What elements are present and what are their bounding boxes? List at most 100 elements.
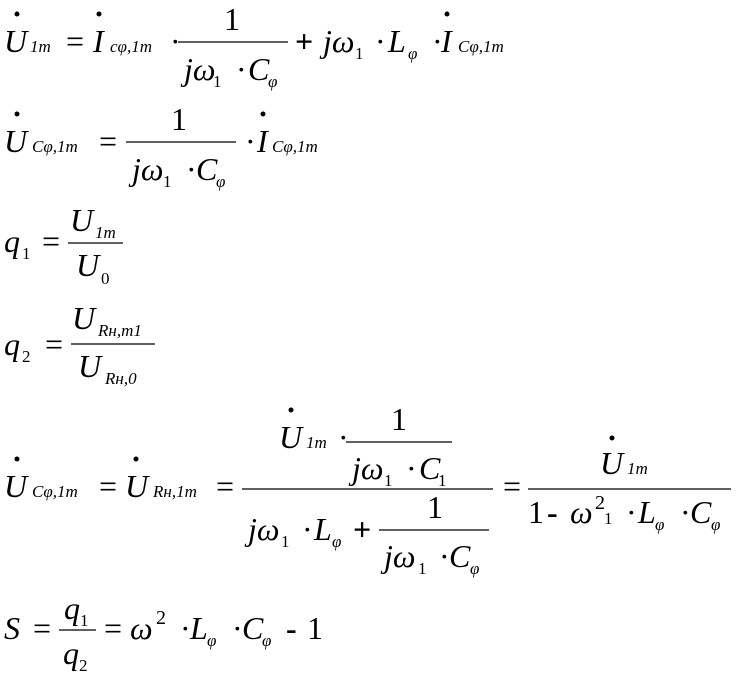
eq5-right-numerator-dot-marker bbox=[609, 435, 615, 441]
eq5-equals-2: = bbox=[216, 468, 234, 504]
eq2-fraction-numerator: 1 bbox=[171, 101, 187, 137]
eq1-lhs-subscript: 1m bbox=[30, 37, 51, 56]
eq6-lhs-symbol: S bbox=[4, 610, 20, 646]
eq1-fraction-numerator: 1 bbox=[224, 1, 240, 37]
eq5-right-denominator-subscript: 1 bbox=[604, 509, 613, 528]
eq2-lhs-subscript: Cφ,1m bbox=[32, 137, 78, 156]
eq1-den-c: C bbox=[248, 51, 270, 87]
eq5-bottom-jomega-subscript: 1 bbox=[281, 532, 290, 551]
eq5-right-denominator-l-subscript: φ bbox=[655, 515, 664, 534]
eq1-den-jomega-subscript: 1 bbox=[213, 72, 222, 91]
eq1-i-subscript: Cφ,1m bbox=[458, 37, 504, 56]
eq5-bottom-frac-numerator: 1 bbox=[427, 489, 443, 525]
eq2-lhs-dot-marker bbox=[14, 111, 20, 117]
eq1-dot-3: · bbox=[432, 23, 443, 59]
eq6-den-q: q bbox=[63, 635, 79, 671]
equation-3: q 1 = U 1m U 0 bbox=[4, 202, 123, 288]
eq1-l-subscript: φ bbox=[408, 44, 417, 63]
eq6-equals-1: = bbox=[33, 610, 51, 646]
equation-1: U 1m = I cφ,1m · 1 jω 1 · C φ + jω 1 · L… bbox=[4, 1, 504, 91]
eq2-multiply-dot: · bbox=[245, 123, 256, 159]
eq1-lhs-dot-marker bbox=[14, 11, 20, 17]
eq5-right-denominator-l: L bbox=[637, 494, 656, 530]
eq3-num-symbol: U bbox=[70, 202, 95, 238]
eq5-bottom-frac-jomega: jω bbox=[380, 538, 415, 574]
eq6-equals-2: = bbox=[104, 610, 122, 646]
eq5-equals-3: = bbox=[503, 468, 521, 504]
eq2-i-subscript: Cφ,1m bbox=[272, 137, 318, 156]
eq5-top-u-dot-marker bbox=[288, 407, 294, 413]
eq2-lhs-symbol: U bbox=[4, 123, 29, 159]
eq3-lhs-subscript: 1 bbox=[22, 244, 31, 263]
eq5-right-denominator-minus: - bbox=[547, 494, 558, 530]
eq1-factor-subscript: cφ,1m bbox=[110, 37, 152, 56]
eq5-top-dot: · bbox=[338, 419, 349, 455]
eq3-equals: = bbox=[42, 223, 60, 259]
eq1-jomega: jω bbox=[319, 23, 354, 59]
eq1-multiply-dot: · bbox=[170, 23, 181, 59]
equation-5: U Cφ,1m = U Rн,1m = U 1m · 1 jω 1 · C 1 … bbox=[4, 401, 731, 578]
eq1-den-c-subscript: φ bbox=[268, 72, 277, 91]
eq5-right-denominator-dot: · bbox=[626, 494, 637, 530]
eq2-i-symbol: I bbox=[256, 123, 269, 159]
eq6-one: 1 bbox=[307, 610, 323, 646]
eq5-right-denominator-omega: ω bbox=[570, 494, 593, 530]
eq3-den-subscript: 0 bbox=[101, 269, 110, 288]
eq5-right-denominator-one: 1 bbox=[528, 494, 544, 530]
eq4-den-subscript: Rн,0 bbox=[104, 369, 137, 388]
eq2-den-jomega-subscript: 1 bbox=[163, 172, 172, 191]
eq5-bottom-frac-jomega-subscript: 1 bbox=[418, 559, 427, 578]
eq5-lhs-dot-marker bbox=[14, 456, 20, 462]
eq5-bottom-frac-c-subscript: φ bbox=[470, 559, 479, 578]
eq1-den-jomega: jω bbox=[180, 51, 215, 87]
eq5-bottom-l: L bbox=[313, 511, 332, 547]
equation-6: S = q 1 q 2 = ω 2 · L φ · C φ - 1 bbox=[4, 590, 323, 675]
eq1-jomega-subscript: 1 bbox=[355, 44, 364, 63]
eq6-den-subscript: 2 bbox=[79, 656, 88, 675]
eq5-right-denominator-superscript: 2 bbox=[595, 492, 605, 514]
eq1-i-dot-marker bbox=[444, 11, 450, 17]
eq6-l: L bbox=[189, 610, 208, 646]
eq5-middle-symbol: U bbox=[125, 468, 150, 504]
eq1-lhs-symbol: U bbox=[4, 23, 29, 59]
eq5-top-u: U bbox=[279, 419, 304, 455]
eq1-den-dot: · bbox=[236, 51, 247, 87]
eq1-i-symbol: I bbox=[440, 23, 453, 59]
eq5-bottom-dot: · bbox=[302, 511, 313, 547]
eq1-factor-symbol: I bbox=[92, 23, 105, 59]
eq2-i-dot-marker bbox=[260, 111, 266, 117]
equation-4: q 2 = U Rн,m1 U Rн,0 bbox=[4, 300, 155, 388]
eq5-middle-subscript: Rн,1m bbox=[152, 482, 197, 501]
eq5-lhs-subscript: Cφ,1m bbox=[32, 482, 78, 501]
eq3-num-subscript: 1m bbox=[95, 223, 116, 242]
eq5-middle-dot-marker bbox=[133, 456, 139, 462]
eq1-l: L bbox=[387, 23, 406, 59]
eq6-omega-superscript: 2 bbox=[156, 607, 166, 629]
eq5-top-frac-jomega: jω bbox=[348, 450, 383, 486]
eq4-lhs-symbol: q bbox=[4, 326, 20, 362]
eq5-bottom-l-subscript: φ bbox=[332, 532, 341, 551]
eq6-num-subscript: 1 bbox=[80, 611, 89, 630]
eq1-plus: + bbox=[295, 23, 313, 59]
eq5-bottom-plus: + bbox=[353, 511, 371, 547]
eq5-right-denominator-c: C bbox=[690, 494, 712, 530]
eq5-top-frac-jomega-subscript: 1 bbox=[384, 471, 393, 490]
eq5-right-denominator-c-subscript: φ bbox=[711, 515, 720, 534]
eq6-l-subscript: φ bbox=[207, 631, 216, 650]
eq2-den-dot: · bbox=[186, 151, 197, 187]
eq5-top-frac-c-subscript: 1 bbox=[438, 471, 447, 490]
eq5-lhs-symbol: U bbox=[4, 468, 29, 504]
eq6-c-subscript: φ bbox=[262, 631, 271, 650]
equation-2: U Cφ,1m = 1 jω 1 · C φ · I Cφ,1m bbox=[4, 101, 318, 191]
eq3-den-symbol: U bbox=[76, 247, 101, 283]
eq6-num-q: q bbox=[64, 590, 80, 626]
eq4-lhs-subscript: 2 bbox=[22, 347, 31, 366]
eq1-factor-dot-marker bbox=[96, 11, 102, 17]
eq2-den-jomega: jω bbox=[128, 151, 163, 187]
eq6-dot-1: · bbox=[180, 610, 191, 646]
eq1-dot-2: · bbox=[375, 23, 386, 59]
eq2-den-c-subscript: φ bbox=[216, 172, 225, 191]
eq6-minus: - bbox=[286, 610, 297, 646]
